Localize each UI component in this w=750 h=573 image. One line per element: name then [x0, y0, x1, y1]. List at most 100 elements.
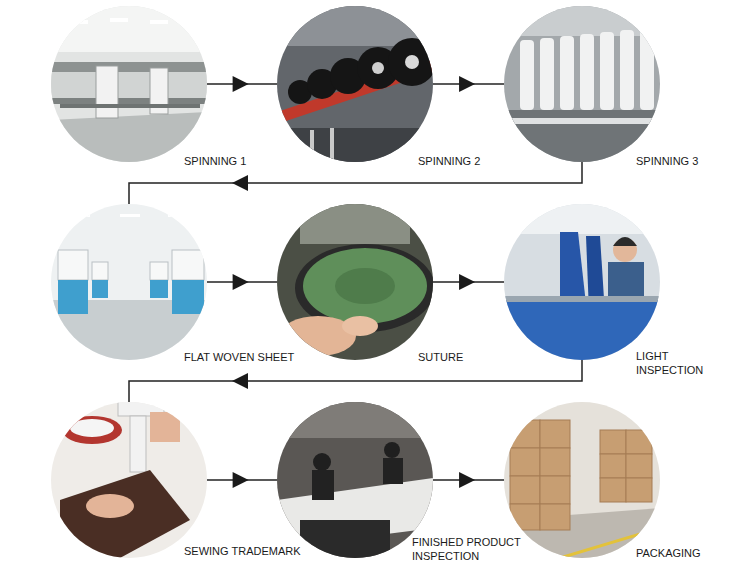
photo-shape: [58, 250, 88, 280]
photo-shape: [384, 442, 400, 458]
photo-shape: [92, 280, 108, 298]
photo-shape: [510, 448, 540, 476]
photo-shape: [290, 132, 294, 162]
photo-shape: [51, 72, 207, 98]
arrow-head: [233, 274, 249, 290]
step-name: SPINNING 3: [636, 154, 736, 168]
photo-shape: [330, 128, 334, 162]
flow-connector: [433, 274, 504, 290]
knitting-hall-photo: [51, 204, 207, 360]
photo-shape: [312, 470, 334, 500]
photo-shape: [504, 402, 660, 558]
step-name: SPINNING 2: [418, 154, 528, 168]
photo-shape: [342, 316, 378, 336]
photo-shape: [51, 6, 207, 52]
flow-connector: [129, 162, 582, 204]
step-label: SEWING TRADEMARK: [184, 544, 314, 558]
arrow-head: [459, 472, 475, 488]
photo-shape: [504, 118, 660, 124]
step-label: PACKAGING: [636, 546, 736, 560]
flow-connector: [433, 472, 504, 488]
spinning-machine-photo: [504, 6, 660, 162]
flow-connector: [207, 76, 277, 92]
photo-shape: [92, 262, 108, 280]
photo-shape: [150, 412, 180, 442]
photo-shape: [560, 36, 574, 110]
process-step: LIGHT INSPECTION: [504, 204, 660, 360]
photo-shape: [150, 20, 168, 24]
photo-shape: [172, 250, 204, 280]
arrow-head: [232, 175, 248, 191]
step-name: FINISHED PRODUCT INSPECTION: [412, 535, 526, 563]
photo-shape: [86, 494, 134, 518]
photo-shape: [580, 34, 594, 110]
photo-shape: [51, 402, 207, 558]
photo-shape: [150, 280, 168, 298]
spinning-hall-photo: [51, 6, 207, 162]
flow-connector: [207, 472, 277, 488]
photo-shape: [51, 62, 207, 72]
step-label: SUTURE: [418, 350, 518, 364]
photo-shape: [51, 112, 207, 162]
step-name: FLAT WOVEN SHEET: [184, 350, 314, 364]
photo-shape: [600, 430, 626, 454]
photo-shape: [335, 268, 395, 304]
process-step: FLAT WOVEN SHEET: [51, 204, 207, 360]
step-label: SPINNING 3: [636, 154, 736, 168]
step-name: LIGHT INSPECTION: [636, 349, 708, 377]
step-name: SPINNING 1: [184, 154, 294, 168]
photo-shape: [504, 204, 660, 234]
photo-shape: [277, 128, 433, 162]
photo-shape: [310, 130, 314, 162]
photo-shape: [58, 280, 88, 314]
photo-shape: [626, 478, 652, 502]
photo-shape: [313, 453, 331, 471]
photo-shape: [70, 419, 114, 437]
photo-shape: [600, 454, 626, 478]
photo-shape: [277, 402, 433, 558]
step-label: SPINNING 2: [418, 154, 528, 168]
photo-shape: [277, 402, 433, 438]
photo-shape: [504, 110, 660, 162]
photo-shape: [626, 430, 652, 454]
arrow-head: [233, 472, 249, 488]
photo-shape: [96, 66, 118, 118]
photo-shape: [300, 204, 410, 244]
linking-machine-photo: [277, 204, 435, 360]
photo-shape: [60, 470, 190, 558]
arrow-head: [459, 76, 475, 92]
photo-shape: [520, 40, 534, 110]
step-label: FLAT WOVEN SHEET: [184, 350, 314, 364]
photo-shape: [504, 204, 660, 360]
flow-connector: [433, 76, 504, 92]
photo-shape: [540, 38, 554, 110]
arrow-head: [459, 274, 475, 290]
process-step: SEWING TRADEMARK: [51, 402, 207, 558]
photo-shape: [613, 238, 637, 262]
photo-shape: [303, 248, 427, 324]
step-name: SEWING TRADEMARK: [184, 544, 314, 558]
step-label: LIGHT INSPECTION: [636, 349, 708, 377]
step-name: SUTURE: [418, 350, 518, 364]
photo-shape: [62, 416, 122, 444]
photo-shape: [130, 416, 146, 472]
process-step: SUTURE: [277, 204, 433, 360]
flow-line: [129, 162, 582, 204]
photo-shape: [405, 55, 419, 69]
photo-shape: [504, 296, 660, 302]
photo-shape: [540, 504, 570, 530]
step-label: SPINNING 1: [184, 154, 294, 168]
photo-shape: [626, 454, 652, 478]
process-step: PACKAGING: [504, 402, 660, 558]
photo-shape: [600, 32, 614, 110]
arrow-head: [232, 373, 248, 389]
photo-shape: [510, 476, 540, 504]
process-step: SPINNING 3: [504, 6, 660, 162]
sewing-photo: [51, 398, 207, 558]
photo-shape: [510, 420, 540, 448]
flow-connector: [207, 274, 277, 290]
photo-shape: [504, 6, 660, 162]
process-step: FINISHED PRODUCT INSPECTION: [277, 402, 433, 558]
